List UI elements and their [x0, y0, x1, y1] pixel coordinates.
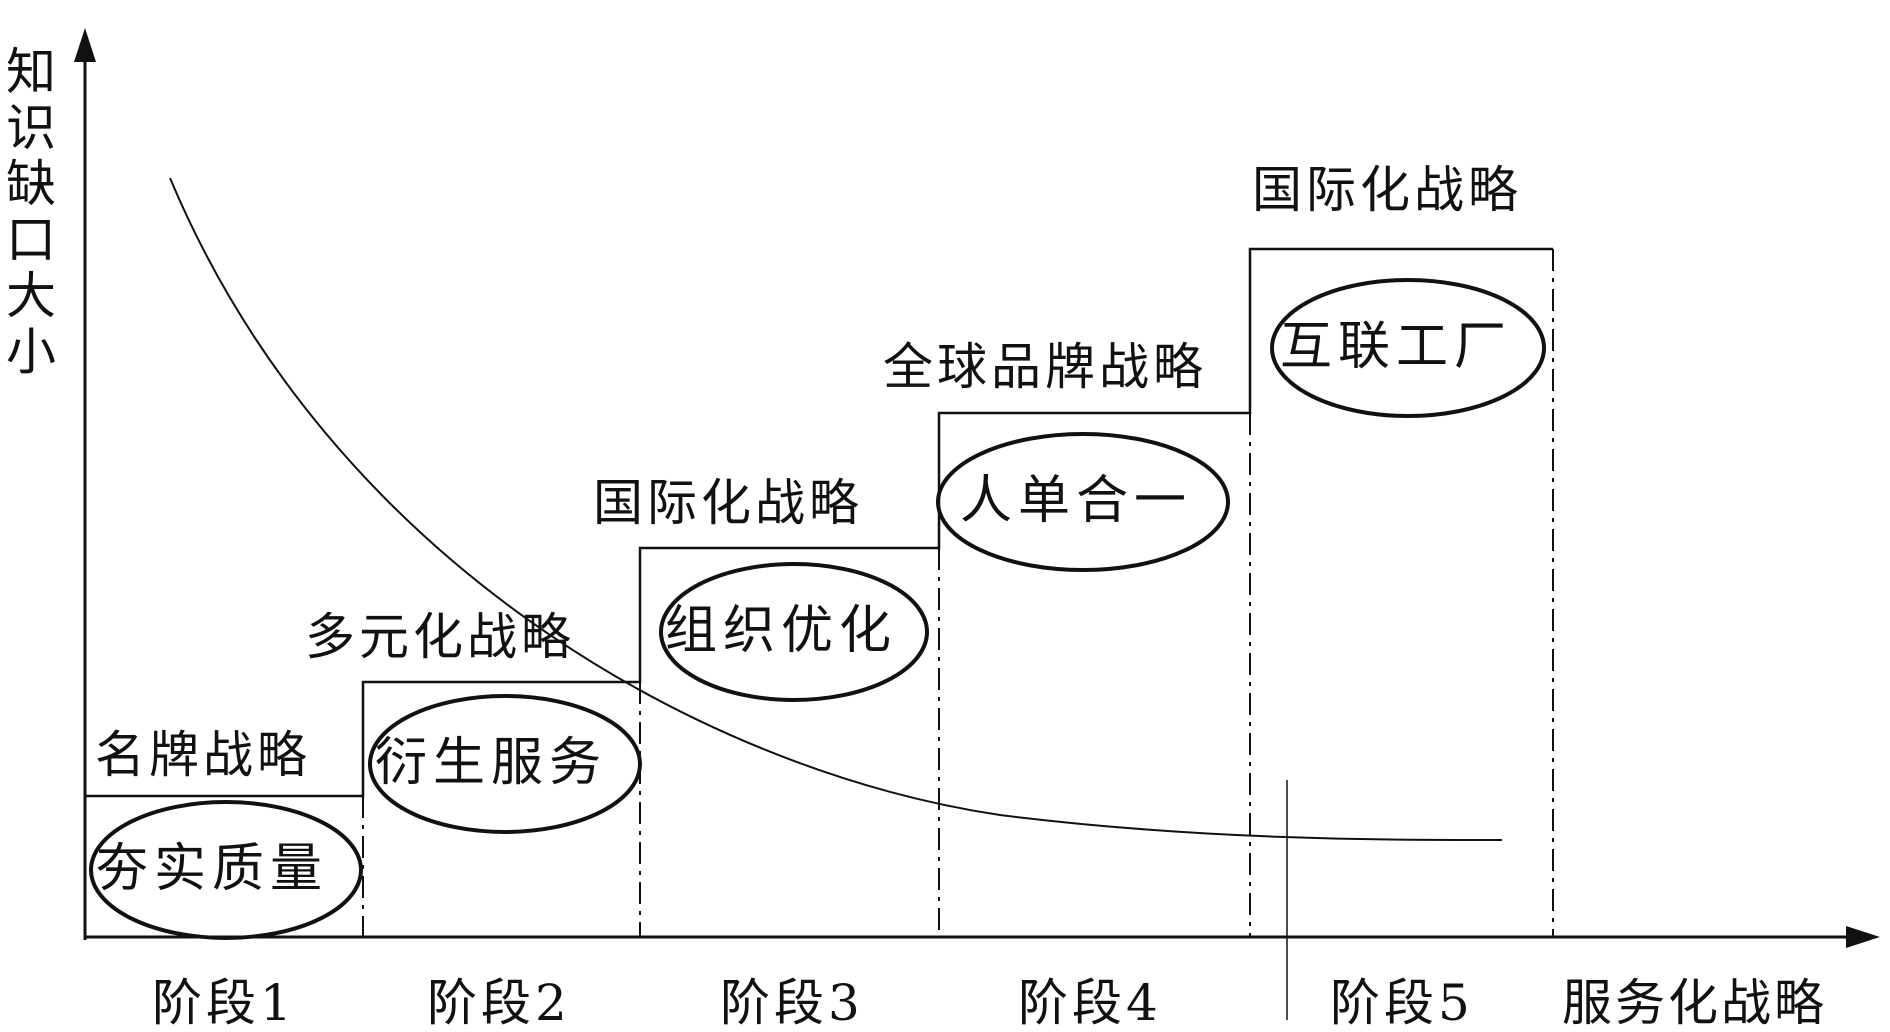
stage-label-1: 阶段1 [152, 974, 296, 1032]
y-axis-label: 知识缺口大小 [6, 43, 56, 381]
strategy-label-4: 全球品牌战略 [883, 338, 1207, 396]
content-label-5: 互联工厂 [1280, 317, 1513, 377]
content-label-1: 夯实质量 [96, 839, 329, 899]
stage-label-5: 阶段5 [1330, 974, 1474, 1032]
content-label-3: 组织优化 [665, 601, 898, 661]
knowledge-gap-curve [169, 177, 1503, 841]
ellipse-stage-5 [1270, 278, 1546, 418]
strategy-label-2: 多元化战略 [305, 608, 575, 666]
content-label-4: 人单合一 [960, 471, 1193, 531]
ellipse-stage-4 [936, 432, 1230, 572]
stage-label-2: 阶段2 [427, 974, 571, 1032]
strategy-label-3: 国际化战略 [593, 474, 863, 532]
ellipse-stage-2 [368, 694, 642, 834]
strategy-label-5: 国际化战略 [1252, 161, 1522, 219]
ellipse-stage-1 [89, 800, 363, 940]
x-axis-arrow-icon [1846, 926, 1880, 948]
stage-label-3: 阶段3 [720, 974, 864, 1032]
stage-label-4: 阶段4 [1018, 974, 1162, 1032]
content-label-2: 衍生服务 [375, 733, 608, 793]
step-outline [85, 247, 1553, 798]
ellipse-stage-3 [659, 562, 929, 702]
y-axis-arrow-icon [74, 28, 96, 62]
x-axis-label: 服务化战略 [1562, 974, 1827, 1032]
strategy-label-1: 名牌战略 [95, 726, 311, 784]
